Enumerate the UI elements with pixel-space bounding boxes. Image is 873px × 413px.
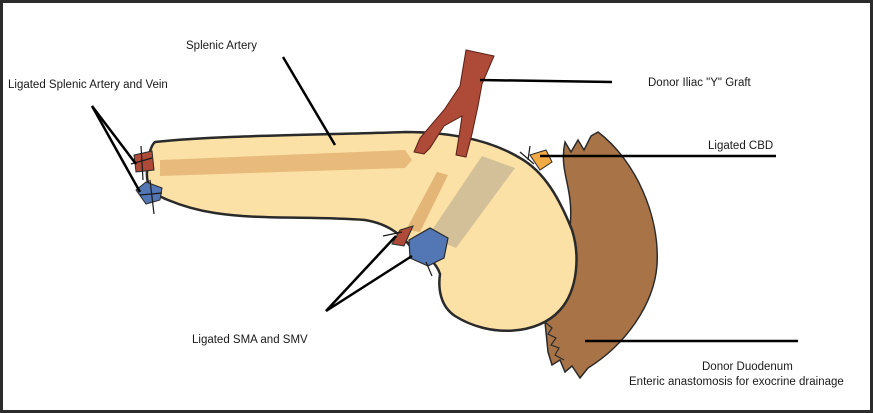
label-splenic-artery: Splenic Artery — [186, 40, 257, 52]
label-ligated-splenic: Ligated Splenic Artery and Vein — [8, 79, 168, 91]
label-donor-duodenum: Donor Duodenum — [702, 361, 793, 373]
pointer-ligated-splenic-1 — [92, 106, 136, 164]
label-enteric-anastomosis: Enteric anastomosis for exocrine drainag… — [629, 376, 844, 388]
pointer-splenic-artery — [283, 57, 335, 145]
pointer-ligated-splenic-2 — [92, 106, 140, 192]
ligated-splenic-artery — [134, 151, 154, 172]
label-donor-iliac-graft: Donor Iliac "Y" Graft — [648, 77, 752, 89]
pointer-iliac-graft — [480, 80, 612, 82]
label-ligated-cbd: Ligated CBD — [708, 140, 773, 152]
label-ligated-sma-smv: Ligated SMA and SMV — [192, 334, 308, 346]
